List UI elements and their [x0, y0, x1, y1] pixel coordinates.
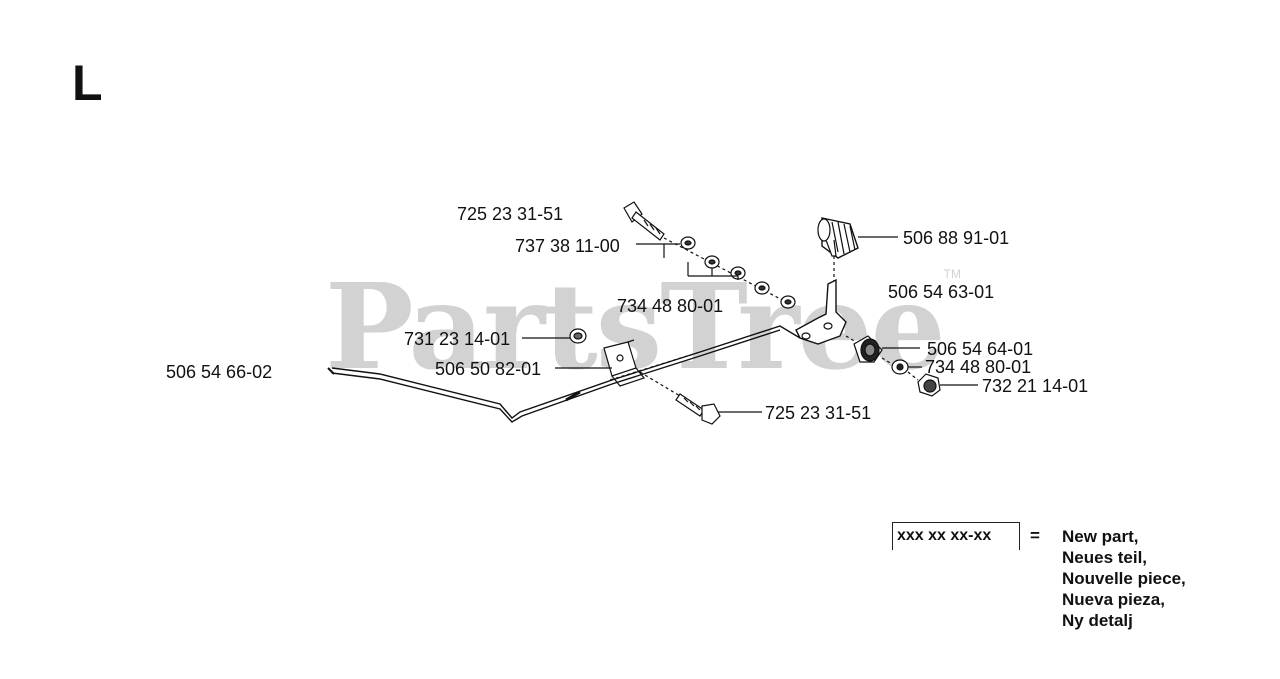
section-letter: L: [72, 55, 103, 111]
part-label-cable: 506 54 66-02: [166, 362, 273, 382]
part-label-bushing: 506 54 64-01: [927, 339, 1034, 359]
part-label-nut-small: 731 23 14-01: [404, 329, 511, 349]
legend-line-french: Nouvelle piece,: [1062, 569, 1186, 588]
washer-stack: [680, 236, 796, 309]
part-label-knob: 506 88 91-01: [903, 228, 1010, 248]
throttle-lever: [795, 278, 847, 345]
leader-lines: [522, 236, 978, 413]
part-label-bolt-bottom: 725 23 31-51: [765, 403, 872, 423]
legend-code-box: xxx xx xx-xx: [892, 522, 1020, 550]
legend-line-spanish: Nueva pieza,: [1062, 590, 1165, 609]
legend-line-swedish: Ny detalj: [1062, 611, 1133, 630]
part-label-washer-b: 734 48 80-01: [617, 296, 724, 316]
part-label-bolt-top: 725 23 31-51: [457, 204, 564, 224]
nut-right: [907, 371, 941, 397]
legend-equals: =: [1030, 526, 1040, 545]
knob: [817, 217, 859, 282]
part-label-nut: 732 21 14-01: [982, 376, 1089, 396]
cable-clamp: [603, 339, 646, 387]
throttle-cable: [327, 325, 801, 423]
legend-line-german: Neues teil,: [1062, 548, 1148, 567]
part-label-lever: 506 54 63-01: [888, 282, 995, 302]
bolt-bottom: [639, 371, 721, 425]
washer-right: [881, 357, 909, 375]
nut-small: [569, 328, 587, 344]
part-label-washer-c: 734 48 80-01: [925, 357, 1032, 377]
legend-line-english: New part,: [1062, 527, 1139, 546]
bolt-top: [623, 201, 791, 305]
legend-text: New part, Neues teil, Nouvelle piece, Nu…: [1062, 526, 1186, 631]
part-label-washer-a: 737 38 11-00: [515, 236, 620, 256]
part-label-clamp: 506 50 82-01: [435, 359, 542, 379]
washer-leader-brackets: [663, 244, 739, 280]
bushing: [845, 335, 883, 363]
